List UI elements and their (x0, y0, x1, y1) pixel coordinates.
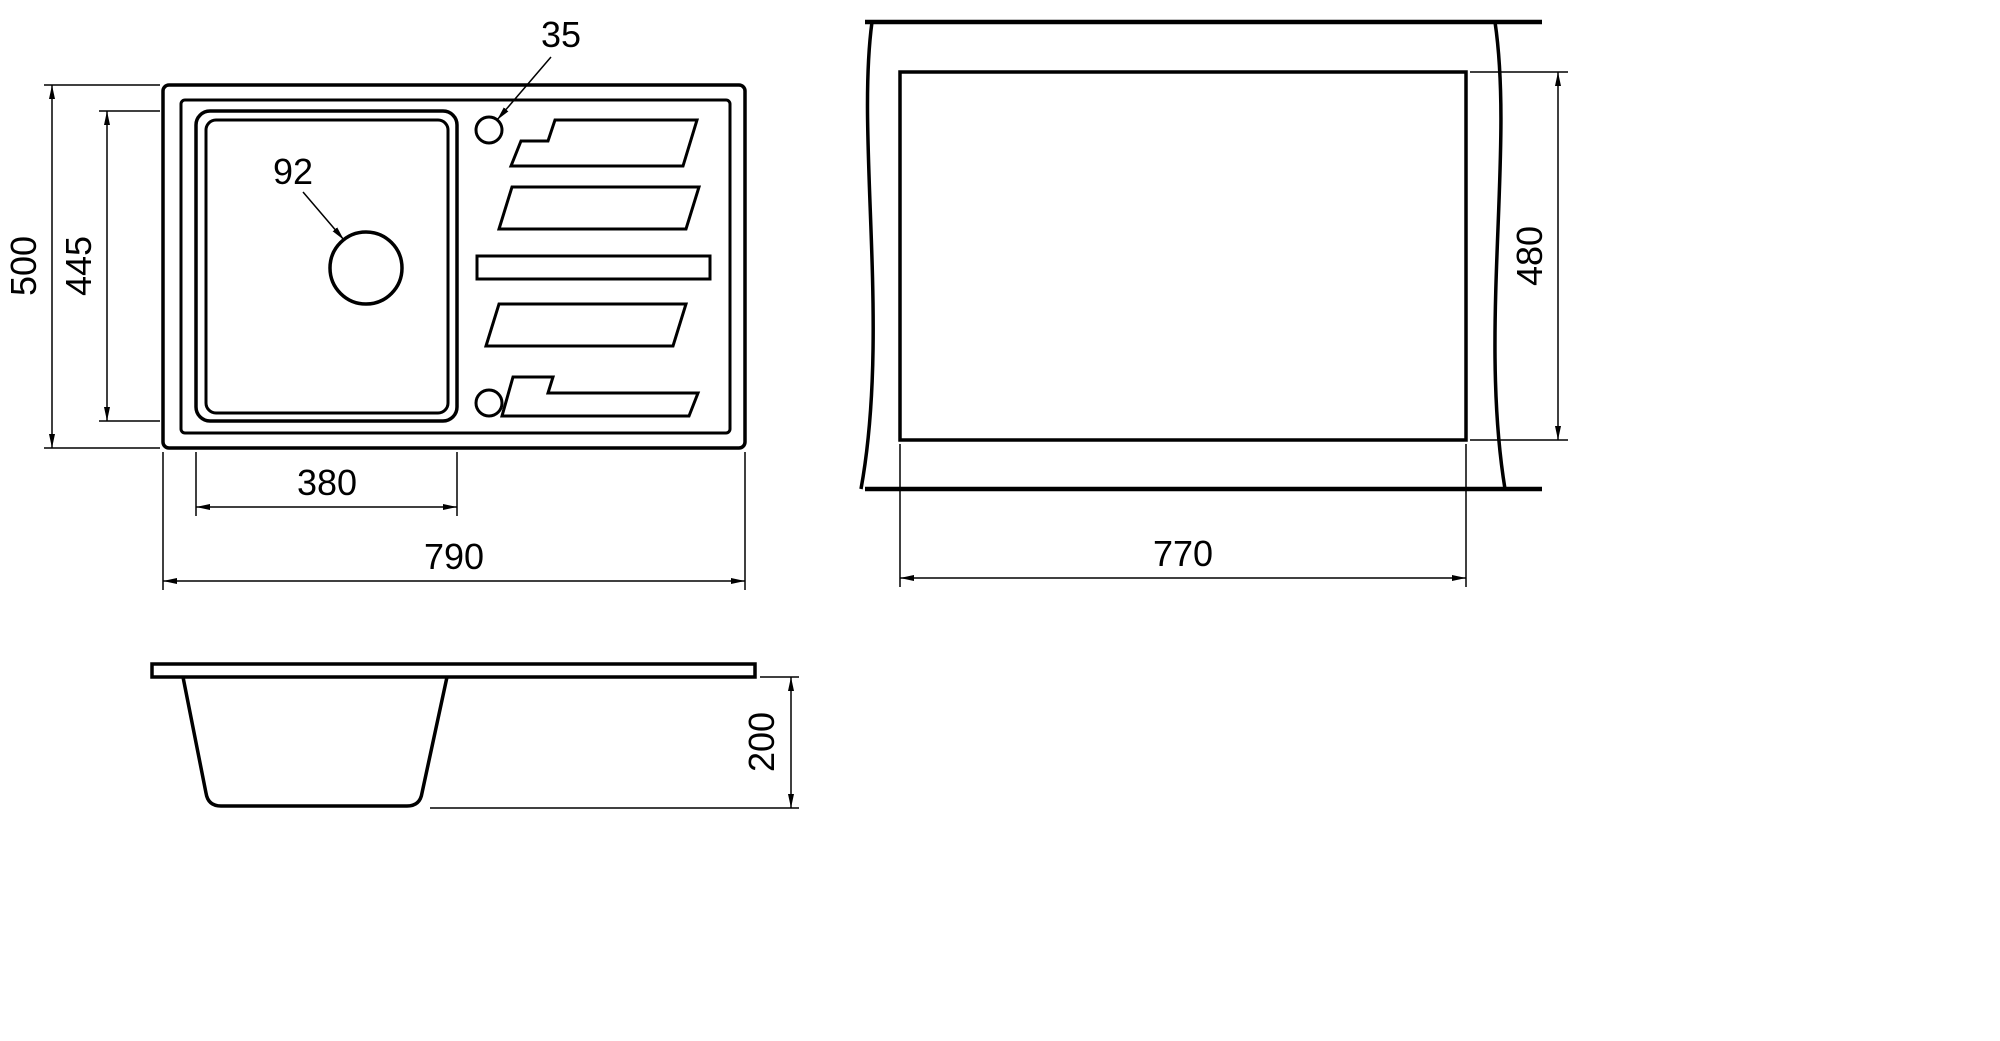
cutout-outline (898, 70, 1468, 442)
drain-hole (328, 230, 404, 306)
leader-tap-hole: 35 (496, 14, 581, 121)
drainboard-ridge-2 (496, 185, 702, 231)
leader-drain-hole: 92 (273, 151, 345, 241)
drainboard-ridge-1 (508, 118, 700, 168)
dim-bowl-width: 380 (195, 452, 458, 516)
break-line-left (859, 21, 875, 490)
rim-profile (150, 662, 757, 679)
dim-bowl-height: 200 (430, 676, 799, 809)
drainboard-ridge-4 (483, 302, 689, 348)
break-line-right (1493, 21, 1507, 490)
dim-overall-width: 790 (162, 452, 746, 590)
drain-hole-diameter-label: 92 (273, 151, 313, 192)
dim-overall-depth: 500 (3, 84, 160, 449)
drainboard-ridge-5 (500, 375, 701, 418)
tap-hole-top (474, 115, 504, 145)
cutout-depth-label: 480 (1509, 226, 1550, 286)
bowl-profile (181, 676, 449, 808)
dim-cutout-width: 770 (899, 444, 1467, 587)
dim-cutout-depth: 480 (1470, 71, 1568, 441)
sink-inner-outline (179, 98, 732, 435)
bowl-height-label: 200 (741, 712, 782, 772)
overall-depth-label: 500 (3, 236, 44, 296)
tap-hole-bottom (474, 388, 504, 418)
bowl-outer-outline (194, 109, 459, 423)
top-view: 35 92 500 445 380 (3, 14, 747, 590)
leader-line (302, 191, 345, 241)
cutout-view: 480 770 (859, 19, 1568, 587)
drainboard-ridge-3 (475, 254, 712, 281)
bowl-depth-label: 445 (58, 236, 99, 296)
leader-line (496, 56, 552, 121)
sink-outer-outline (161, 83, 747, 450)
cutout-width-label: 770 (1153, 533, 1213, 574)
dim-bowl-depth: 445 (58, 110, 160, 422)
overall-width-label: 790 (424, 536, 484, 577)
tap-hole-diameter-label: 35 (541, 14, 581, 55)
bowl-inner-outline (204, 118, 450, 415)
bowl-width-label: 380 (297, 462, 357, 503)
side-view: 200 (150, 662, 799, 809)
